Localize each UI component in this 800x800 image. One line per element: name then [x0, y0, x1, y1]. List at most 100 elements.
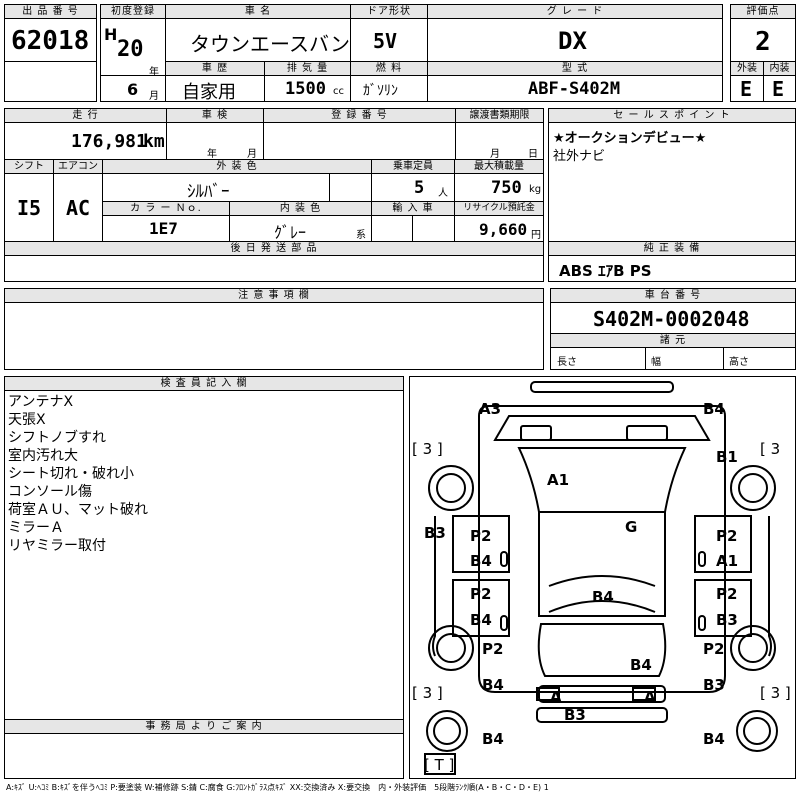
- inspector-note: リヤミラー取付: [8, 538, 106, 554]
- damage-mark: P2: [716, 585, 738, 603]
- mileage-label: 走 行: [4, 108, 167, 123]
- ac: AC: [66, 196, 91, 220]
- int-color-label: 内 装 色: [229, 201, 372, 216]
- ext-color-label: 外 装 色: [102, 159, 372, 174]
- reg-year-unit: 年: [149, 67, 159, 78]
- damage-mark: P2: [470, 527, 492, 545]
- score-label: 評価点: [730, 4, 796, 19]
- sales-point-line: 社外ナビ: [553, 149, 606, 164]
- inspector-cell: [4, 390, 404, 720]
- exterior-cell: E: [730, 75, 764, 102]
- inspector-note: シート切れ・破れ小: [8, 466, 134, 482]
- chassis-cell: S402M-0002048: [550, 302, 796, 334]
- shift-label: シフト: [4, 159, 54, 174]
- damage-mark: P2: [470, 585, 492, 603]
- spec-height-label: 高さ: [729, 357, 749, 368]
- damage-mark: B4: [470, 611, 492, 629]
- score: 2: [755, 27, 771, 57]
- legend: A:ｷｽﾞ U:ﾍｺﾐ B:ｷｽﾞを伴うﾍｺﾐ P:要塗装 W:補修跡 S:錆 …: [6, 783, 549, 792]
- inspector-note: シフトノブすれ: [8, 430, 106, 446]
- era: H: [104, 25, 118, 44]
- inspector-notes: アンテナX 天張X シフトノブすれ 室内汚れ大 シート切れ・破れ小 コンソール傷…: [8, 393, 148, 555]
- shift: I5: [17, 196, 42, 220]
- load-unit: kg: [529, 184, 542, 195]
- mileage-cell: 176,981 km: [4, 122, 167, 160]
- inspector-note: 天張X: [8, 412, 46, 428]
- int-color: ｸﾞﾚｰ: [274, 223, 307, 242]
- inspector-label: 検 査 員 記 入 欄: [4, 376, 404, 391]
- grade-cell: DX: [427, 18, 723, 62]
- damage-mark: B3: [716, 611, 738, 629]
- spare-tire-mark: [ T ]: [424, 756, 455, 774]
- history-label: 車 歴: [165, 61, 265, 76]
- damage-mark: B4: [482, 676, 504, 694]
- first-reg-label: 初度登録: [100, 4, 166, 19]
- reg-year: 20: [117, 37, 144, 62]
- chassis-number: S402M-0002048: [593, 307, 750, 331]
- model-cell: ABF-S402M: [427, 75, 723, 102]
- transfer-label: 譲渡書類期限: [455, 108, 544, 123]
- lot-number: 62018: [11, 26, 90, 56]
- color-no-cell: 1E7: [102, 215, 230, 242]
- damage-mark: B4: [592, 588, 614, 606]
- tire-tread-right-rear: [ 3 ]: [760, 684, 791, 702]
- door-label: ドア形状: [350, 4, 428, 19]
- interior-grade: E: [772, 77, 785, 101]
- damage-mark: A3: [479, 400, 502, 418]
- history: 自家用: [182, 82, 236, 103]
- lot-empty: [4, 61, 97, 102]
- import-label: 輸 入 車: [371, 201, 455, 216]
- recycle-cell: 9,660 円: [454, 215, 544, 242]
- damage-mark: A: [644, 688, 656, 706]
- damage-mark: B3: [564, 706, 586, 724]
- lot-label: 出 品 番 号: [4, 4, 97, 19]
- car-name: タウンエースバン: [190, 32, 350, 56]
- damage-mark: B3: [703, 676, 725, 694]
- transfer-day-unit: 日: [528, 149, 538, 160]
- grade-label: グ レ ー ド: [427, 4, 723, 19]
- interior-cell: E: [763, 75, 796, 102]
- grade: DX: [558, 27, 587, 55]
- load-cell: 750 kg: [454, 173, 544, 202]
- interior-label: 内装: [763, 61, 796, 76]
- spec-cell: 長さ 幅 高さ: [550, 347, 796, 370]
- exterior-grade: E: [740, 77, 753, 101]
- ext-color: ｼﾙﾊﾞｰ: [187, 182, 230, 202]
- reg-month-unit: 月: [149, 91, 159, 102]
- door-type: 5V: [373, 29, 398, 53]
- damage-mark: A: [550, 688, 562, 706]
- damage-mark: B4: [703, 400, 725, 418]
- transfer-month-unit: 月: [490, 149, 500, 160]
- load-label: 最大積載量: [454, 159, 544, 174]
- damage-mark: B4: [703, 730, 725, 748]
- inspection-month-unit: 月: [247, 149, 257, 160]
- damage-mark: A1: [547, 471, 570, 489]
- later-parts-label: 後 日 発 送 部 品: [4, 241, 544, 256]
- shift-cell: I5: [4, 173, 54, 242]
- capacity-cell: 5 人: [371, 173, 455, 202]
- tire-tread-left-rear: [ 3 ]: [412, 684, 443, 702]
- fuel-label: 燃 料: [350, 61, 428, 76]
- spec-width-label: 幅: [651, 357, 661, 368]
- sales-points-cell: [548, 122, 796, 242]
- mileage-unit: km: [143, 131, 165, 152]
- equipment-cell: ABS ｴｱB PS: [548, 255, 796, 282]
- capacity-label: 乗車定員: [371, 159, 455, 174]
- displacement-label: 排 気 量: [264, 61, 351, 76]
- model-label: 型 式: [427, 61, 723, 76]
- spec-length-label: 長さ: [557, 357, 577, 368]
- displacement: 1500: [285, 79, 326, 99]
- damage-mark: B1: [716, 448, 738, 466]
- inspector-note: アンテナX: [8, 394, 74, 410]
- displacement-cell: 1500 cc: [264, 75, 351, 102]
- office-label: 事 務 局 よ り ご 案 内: [4, 719, 404, 734]
- ext-color-cell: ｼﾙﾊﾞｰ: [102, 173, 372, 202]
- recycle: 9,660: [479, 220, 528, 239]
- notes-label: 注 意 事 項 欄: [4, 288, 544, 303]
- damage-mark: B4: [482, 730, 504, 748]
- sales-points-label: セ ー ル ス ポ イ ン ト: [548, 108, 796, 123]
- office-cell: [4, 733, 404, 779]
- damage-mark: B4: [630, 656, 652, 674]
- reg-no-label: 登 録 番 号: [263, 108, 456, 123]
- lot-number-cell: 62018: [4, 18, 97, 62]
